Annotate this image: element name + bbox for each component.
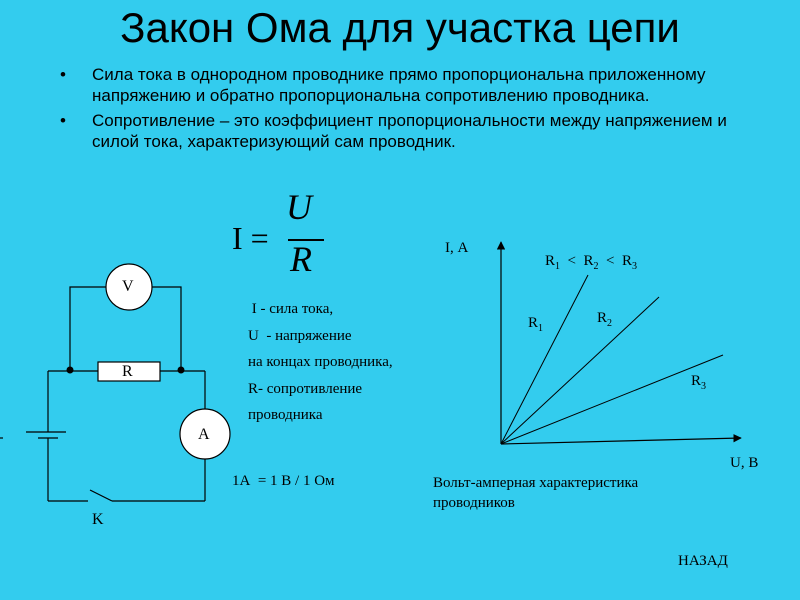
line-label-r3: R3 (691, 373, 707, 392)
line-label-r2: R2 (597, 310, 613, 329)
line-label-r1: R1 (528, 315, 544, 334)
formula-lhs: I = (232, 220, 269, 256)
line-r2 (500, 296, 660, 445)
junction-dot (177, 366, 185, 374)
caption-line: проводников (433, 495, 515, 511)
line-r3 (500, 354, 724, 445)
back-link[interactable]: НАЗАД (678, 553, 728, 569)
bullet-dot: • (60, 65, 66, 84)
bullet-item: • Сопротивление – это коэффициент пропор… (60, 110, 760, 152)
legend-line: на концах проводника, (248, 354, 393, 370)
ohm-formula: I = U R (230, 187, 340, 288)
slide-title: Закон Ома для участка цепи (120, 4, 680, 51)
formula-numerator: U (286, 187, 312, 227)
junction-dot (66, 366, 74, 374)
ammeter-label: A (198, 426, 210, 443)
x-axis (500, 433, 742, 445)
bullet-item: • Сила тока в однородном проводнике прям… (60, 64, 760, 106)
formula-denominator: R (290, 239, 312, 279)
y-axis-label: I, А (445, 240, 469, 256)
formula-legend: I - сила тока, U - напряжение на концах … (248, 296, 393, 429)
resistor-label: R (122, 363, 133, 380)
voltmeter-label: V (122, 278, 134, 295)
legend-line: R- сопротивление (248, 380, 363, 397)
switch (89, 489, 113, 502)
legend-line: проводника (248, 407, 323, 423)
legend-line: U - напряжение (248, 327, 352, 344)
legend-line: I - сила тока, (248, 301, 334, 317)
fraction-bar (288, 239, 324, 241)
switch-label: K (92, 511, 104, 528)
unit-note: 1А = 1 В / 1 Ом (232, 473, 335, 489)
bullet-text: Сопротивление – это коэффициент пропорци… (92, 111, 727, 151)
resistance-relation: R1 < R2 < R3 (545, 253, 637, 272)
graph-caption: Вольт-амперная характеристика проводнико… (433, 473, 638, 513)
bullet-dot: • (60, 111, 66, 130)
x-axis-label: U, В (730, 455, 759, 471)
voltmeter (105, 263, 153, 311)
line-r1 (500, 274, 589, 445)
wire (152, 286, 182, 368)
wire (69, 286, 106, 368)
bullet-text: Сила тока в однородном проводнике прямо … (92, 65, 706, 105)
bullet-list: • Сила тока в однородном проводнике прям… (60, 64, 760, 156)
caption-line: Вольт-амперная характеристика (433, 475, 639, 491)
